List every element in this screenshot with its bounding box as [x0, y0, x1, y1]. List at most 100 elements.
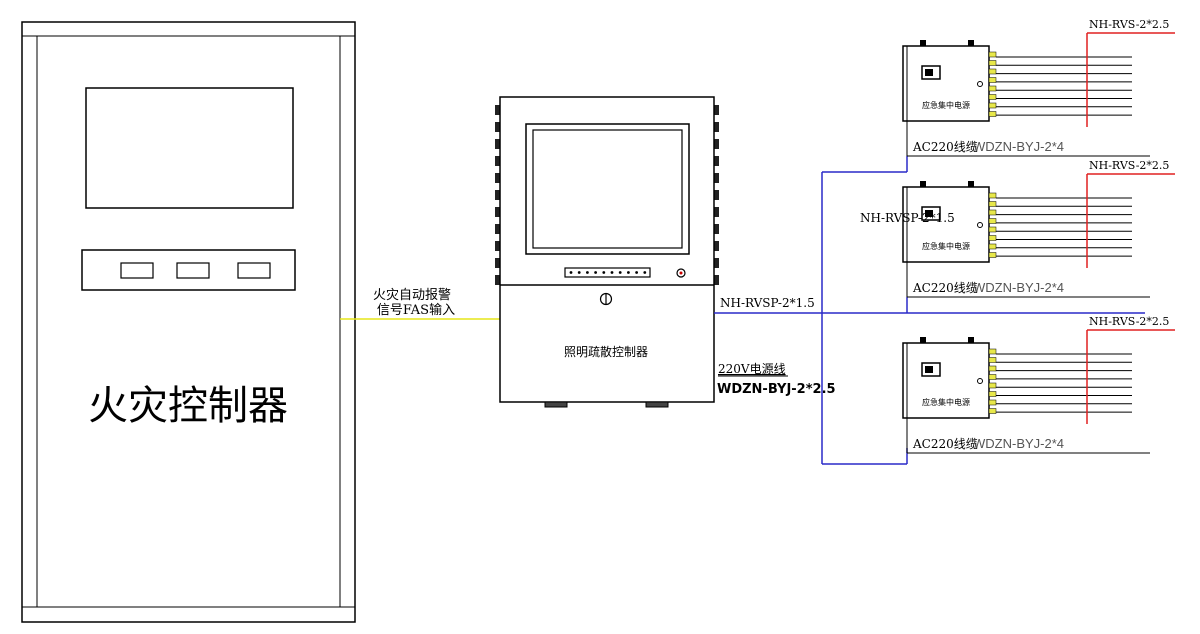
indicator-led [577, 271, 581, 274]
fas-signal-label-line1: 火灾自动报警 [373, 287, 451, 303]
terminal [988, 243, 997, 250]
fin [714, 122, 719, 132]
supply-cable-prefix: AC220线缆 [912, 281, 978, 295]
fin [714, 258, 719, 268]
terminal [988, 68, 997, 75]
fin [495, 275, 500, 285]
supply-cable-prefix: AC220线缆 [912, 437, 978, 451]
fin [714, 173, 719, 183]
fas-signal-label-line2: 信号FAS输入 [377, 302, 455, 318]
indicator-led [594, 271, 597, 274]
fin [495, 258, 500, 268]
emergency-power-boxes: 应急集中电源NH-RVS-2*2.5AC220线缆WDZN-BYJ-2*4应急集… [902, 18, 1175, 454]
fin [495, 122, 500, 132]
output-cable-label: NH-RVS-2*2.5 [1089, 159, 1169, 172]
cabinet-button [237, 262, 271, 279]
power-box-label: 应急集中电源 [922, 241, 970, 251]
terminal [988, 60, 997, 66]
cabinet-button-panel [81, 249, 296, 291]
controller-indicator-strip [564, 267, 651, 278]
indicator-led [586, 271, 589, 274]
fin [714, 275, 719, 285]
indicator-led [618, 271, 622, 274]
overlap-cable-label: NH-RVSP-2*1.5 [860, 211, 955, 225]
indicator-led [602, 271, 606, 274]
power-line-title: 220V电源线 [718, 362, 786, 376]
supply-cable-prefix: AC220线缆 [912, 140, 978, 154]
fire-controller-cabinet: 火灾控制器 [21, 21, 356, 623]
terminal [988, 102, 997, 109]
supply-cable-spec: WDZN-BYJ-2*4 [973, 436, 1064, 451]
supply-cable-spec: WDZN-BYJ-2*4 [973, 139, 1064, 154]
cabinet-button [120, 262, 154, 279]
output-cable-label: NH-RVS-2*2.5 [1089, 18, 1169, 31]
fin [714, 224, 719, 234]
fin [714, 156, 719, 166]
terminal [988, 94, 997, 100]
power-box-label: 应急集中电源 [922, 397, 970, 407]
fin [495, 207, 500, 217]
controller-monitor-bezel [525, 123, 690, 255]
terminal [988, 235, 997, 241]
fin [714, 207, 719, 217]
fire-controller-label: 火灾控制器 [88, 383, 288, 429]
indicator-led [627, 271, 630, 274]
indicator-led [635, 271, 638, 274]
controller-cable-gland [645, 401, 669, 408]
fin [495, 173, 500, 183]
power-box-body [902, 186, 990, 263]
terminal [988, 111, 997, 117]
terminal [988, 365, 997, 372]
fin [495, 139, 500, 149]
terminal [988, 226, 997, 233]
power-box-body [902, 342, 990, 419]
power-line-cable: WDZN-BYJ-2*2.5 [717, 382, 836, 397]
fin [714, 241, 719, 251]
fin [495, 156, 500, 166]
controller-power-led [676, 268, 686, 278]
outgoing-cable-label: NH-RVSP-2*1.5 [720, 296, 815, 310]
terminal [988, 85, 997, 92]
power-box-body [902, 45, 990, 122]
fin [495, 241, 500, 251]
terminal [988, 218, 997, 224]
fin [495, 224, 500, 234]
fin [714, 105, 719, 115]
terminal [988, 192, 997, 199]
terminal [988, 209, 997, 216]
fin [714, 139, 719, 149]
indicator-led [610, 271, 614, 274]
terminal [988, 374, 997, 380]
terminal [988, 382, 997, 389]
indicator-led [643, 271, 647, 274]
terminal [988, 399, 997, 406]
cabinet-button [176, 262, 210, 279]
controller-side-fins [495, 105, 500, 285]
indicator-led [569, 271, 573, 274]
power-box-label: 应急集中电源 [922, 100, 970, 110]
output-cable-label: NH-RVS-2*2.5 [1089, 315, 1169, 328]
controller-monitor-screen [532, 129, 683, 249]
terminal [988, 51, 997, 58]
supply-cable-spec: WDZN-BYJ-2*4 [973, 280, 1064, 295]
terminal [988, 391, 997, 397]
controller-side-fins [714, 105, 719, 285]
bus-wiring [714, 156, 1145, 465]
terminal [988, 201, 997, 207]
controller-cable-gland [544, 401, 568, 408]
terminal [988, 348, 997, 355]
terminal [988, 408, 997, 414]
lighting-controller-unit: 照明疏散控制器 [495, 96, 719, 408]
terminal [988, 77, 997, 83]
indicator-leds [569, 271, 647, 274]
terminal [988, 252, 997, 258]
cabinet-display-screen [85, 87, 294, 209]
fin [714, 190, 719, 200]
fin [495, 190, 500, 200]
lighting-controller-label: 照明疏散控制器 [564, 344, 648, 359]
fin [495, 105, 500, 115]
